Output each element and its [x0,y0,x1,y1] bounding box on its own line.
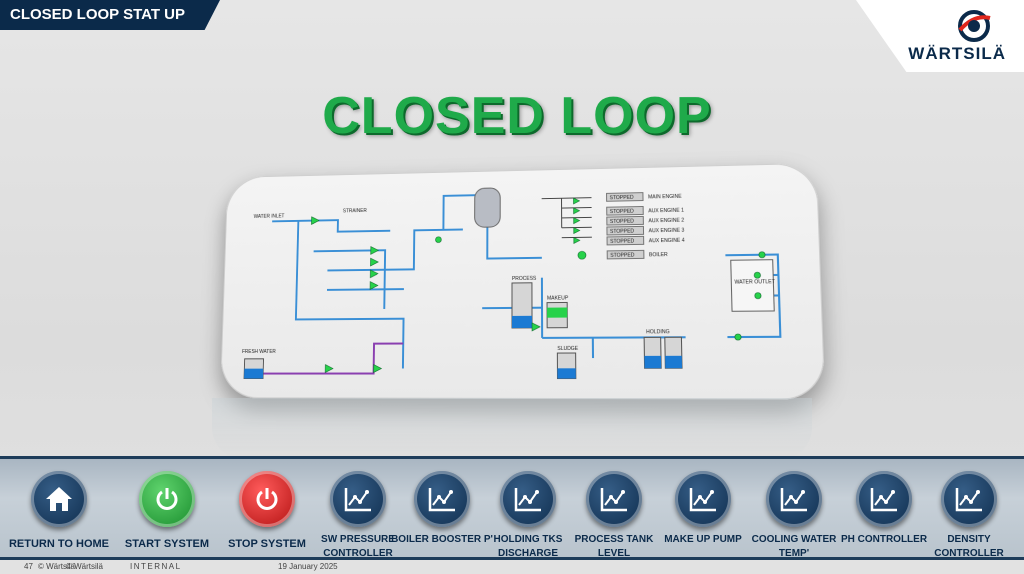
classification: INTERNAL [130,562,182,571]
make-up-pump-label: Make Up Pump [664,534,742,545]
engine-status-5: STOPPED [610,252,635,259]
make-up-pump-button[interactable]: Make Up Pump [648,471,758,547]
engine-name-5: BOILER [649,252,668,258]
stop-system-label: Stop system [228,538,306,550]
home-icon [46,487,72,511]
label-water-inlet: WATER INLET [254,213,285,219]
power-icon [256,488,278,510]
label-water-outlet: WATER OUTLET [734,279,775,286]
sw-pressure-controller-label: SW pressure controller [321,534,395,559]
ph-controller-button[interactable]: PH controller [829,471,939,547]
logo: WÄRTSILÄ [856,0,1024,72]
engine-status-4: STOPPED [610,238,635,245]
process-diagram: STOPPED MAIN ENGINE STOPPED AUX ENGINE 1… [219,162,826,400]
copyright-short: © Wärtsilä [38,562,76,571]
slide-title: CLOSED LOOP STAT UP [0,0,220,30]
cooling-water-temp-label: Cooling Water Temp' [751,534,837,559]
label-holding: HOLDING [646,329,670,335]
chart-icon [780,488,807,512]
engine-name-3: AUX ENGINE 3 [649,228,685,235]
chart-icon [600,488,627,512]
engine-status-2: STOPPED [610,218,635,225]
piping-schematic: STOPPED MAIN ENGINE STOPPED AUX ENGINE 1… [242,163,826,400]
ph-controller-label: PH controller [840,534,928,545]
logo-text: WÄRTSILÄ [908,44,1006,63]
page-number: 47 [24,562,33,571]
start-system-label: Start system [124,538,210,550]
date: 19 January 2025 [278,562,338,571]
label-sludge: SLUDGE [557,346,579,352]
engine-name-2: AUX ENGINE 2 [648,218,684,225]
chart-icon [955,488,982,512]
sw-pressure-controller-button[interactable]: SW pressure controller [303,471,413,561]
cooling-water-temp-button[interactable]: Cooling Water Temp' [739,471,849,561]
engine-status-1: STOPPED [610,209,635,216]
boiler-booster-button[interactable]: Boiler Booster P' [387,471,497,547]
density-controller-button[interactable]: Density Controller [914,471,1024,561]
engine-status-0: STOPPED [610,195,635,202]
label-strainer: STRAINER [343,208,368,214]
label-makeup: MAKEUP [547,295,568,301]
return-home-button[interactable]: Return To Home [4,471,114,551]
power-icon [156,488,178,510]
stop-system-button[interactable]: Stop system [212,471,322,551]
holding-tks-discharge-label: Holding Tks Discharge [493,534,563,559]
engine-name-0: MAIN ENGINE [648,194,683,201]
engine-status-3: STOPPED [610,228,635,235]
chart-icon [514,488,541,512]
control-panel: Return To Home Start system Stop system [0,456,1024,560]
return-home-label: Return To Home [8,538,110,550]
process-tank-level-button[interactable]: Process Tank Level [559,471,669,561]
boiler-booster-label: Boiler Booster P' [391,534,493,545]
chart-icon [689,488,716,512]
label-process: PROCESS [512,276,537,282]
label-fresh-water: FRESH WATER [242,349,276,355]
process-tank-level-label: Process Tank Level [574,534,654,559]
page-heading: CLOSED LOOP [322,87,712,145]
chart-icon [870,488,897,512]
copyright: © Wärtsilä [66,562,104,571]
chart-icon [344,488,371,512]
start-system-button[interactable]: Start system [112,471,222,551]
engine-name-1: AUX ENGINE 1 [648,208,684,215]
density-controller-label: Density Controller [934,534,1004,559]
holding-tks-discharge-button[interactable]: Holding Tks Discharge [473,471,583,561]
wartsila-logo-icon [958,10,991,42]
engine-name-4: AUX ENGINE 4 [649,238,685,245]
diagram-reflection [212,398,812,458]
footer: 47 © Wärtsilä © Wärtsilä INTERNAL 19 Jan… [0,560,1024,574]
chart-icon [428,488,455,512]
